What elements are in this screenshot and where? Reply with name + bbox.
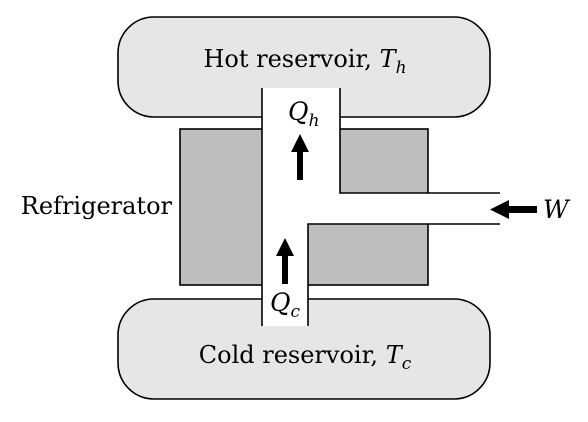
channel-wall-lower <box>307 223 500 326</box>
hot-reservoir-label: Hot reservoir, Th <box>203 45 406 78</box>
refrigerator-label: Refrigerator <box>21 192 173 220</box>
channel-wall-upper <box>339 88 500 194</box>
heat-out-label: Qh <box>288 97 319 131</box>
heat-out-arrow-icon <box>291 134 309 180</box>
heat-in-label: Qc <box>270 288 301 322</box>
heat-in-arrow-icon <box>276 238 294 284</box>
work-arrow-icon <box>490 200 537 219</box>
energy-channel <box>262 88 500 326</box>
work-label: W <box>543 195 571 224</box>
cold-reservoir-label: Cold reservoir, Tc <box>199 341 412 374</box>
